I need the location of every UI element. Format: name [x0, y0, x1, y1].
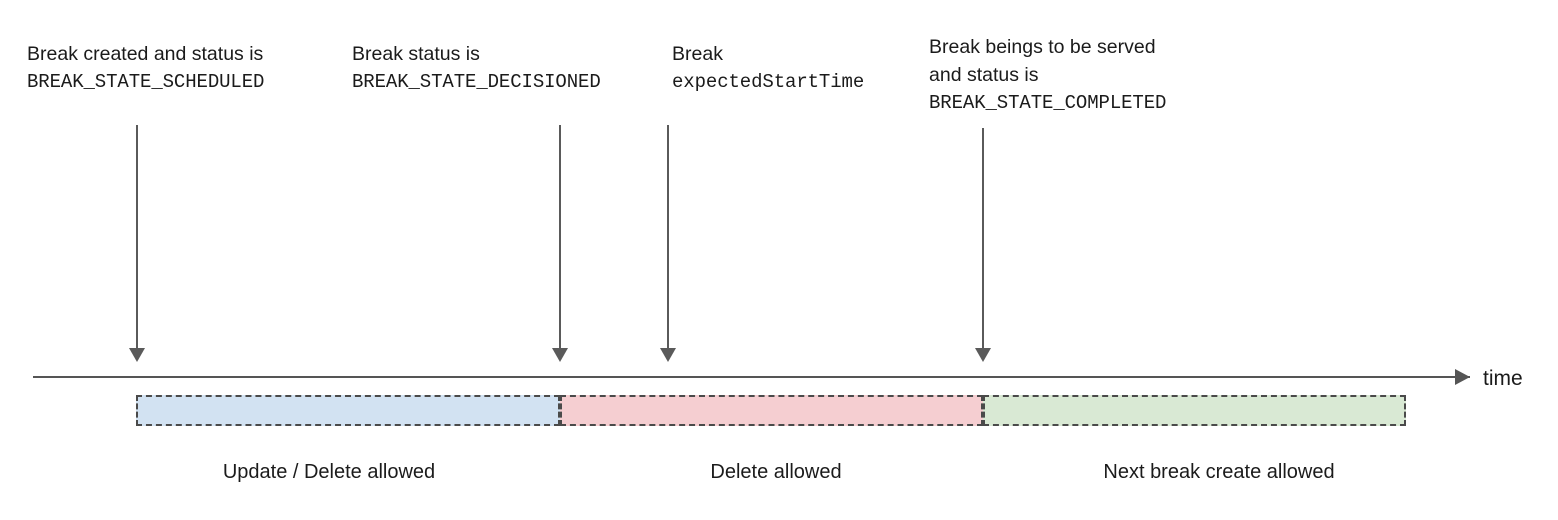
- callout-expected-start-time-line-1: Break: [672, 43, 723, 65]
- marker-arrow-completed-head: [975, 348, 991, 362]
- phase-bar-next-break-create: [983, 395, 1406, 426]
- callout-completed-line-3: BREAK_STATE_COMPLETED: [929, 92, 1167, 114]
- callout-expected-start-time: Break expectedStartTime: [672, 40, 864, 96]
- callout-decisioned: Break status is BREAK_STATE_DECISIONED: [352, 40, 601, 96]
- callout-completed-line-2: and status is: [929, 64, 1039, 86]
- time-axis-line: [33, 376, 1470, 378]
- callout-decisioned-line-2: BREAK_STATE_DECISIONED: [352, 71, 601, 93]
- time-axis-arrow-head: [1455, 369, 1470, 385]
- marker-arrow-completed-line: [982, 128, 984, 350]
- marker-arrow-expected-start-time-line: [667, 125, 669, 350]
- callout-completed-line-1: Break beings to be served: [929, 36, 1156, 58]
- callout-scheduled-line-1: Break created and status is: [27, 43, 264, 65]
- callout-scheduled: Break created and status is BREAK_STATE_…: [27, 40, 264, 96]
- marker-arrow-scheduled-line: [136, 125, 138, 350]
- marker-arrow-decisioned-head: [552, 348, 568, 362]
- callout-completed: Break beings to be served and status is …: [929, 33, 1166, 117]
- phase-caption-delete-only: Delete allowed: [710, 461, 842, 483]
- callout-scheduled-line-2: BREAK_STATE_SCHEDULED: [27, 71, 265, 93]
- callout-decisioned-line-1: Break status is: [352, 43, 480, 65]
- marker-arrow-decisioned-line: [559, 125, 561, 350]
- phase-bar-update-delete: [136, 395, 560, 426]
- phase-bar-delete-only: [560, 395, 983, 426]
- phase-caption-update-delete: Update / Delete allowed: [222, 461, 436, 483]
- marker-arrow-scheduled-head: [129, 348, 145, 362]
- marker-arrow-expected-start-time-head: [660, 348, 676, 362]
- time-axis-label: time: [1483, 367, 1523, 390]
- callout-expected-start-time-line-2: expectedStartTime: [672, 71, 865, 93]
- phase-caption-next-break-create: Next break create allowed: [1103, 461, 1335, 483]
